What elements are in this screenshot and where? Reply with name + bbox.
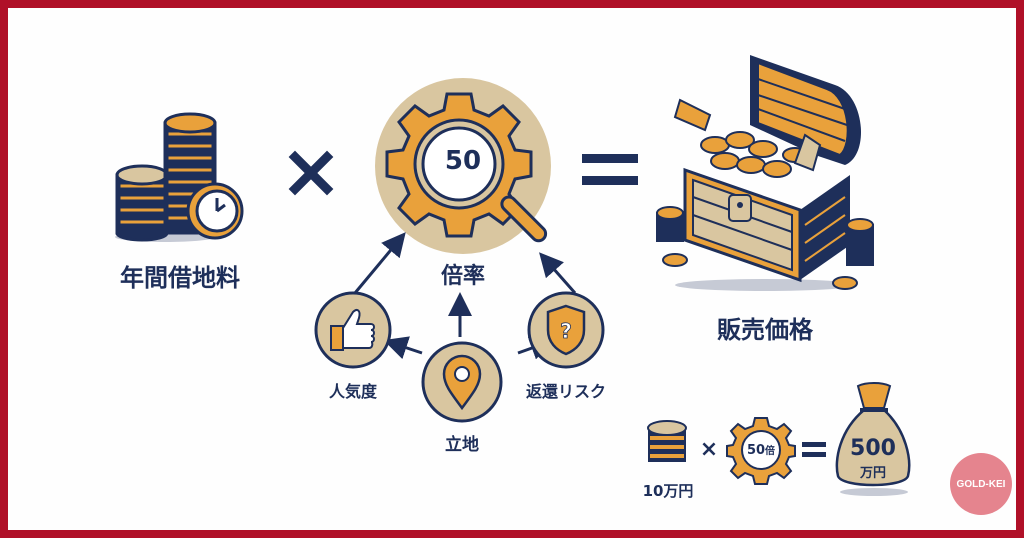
example-coins-icon xyxy=(647,420,687,462)
example-gear-icon xyxy=(726,417,796,485)
example-multiplier-unit: 倍 xyxy=(765,446,776,457)
example-multiply-sign: × xyxy=(699,437,719,462)
svg-text:?: ? xyxy=(560,319,572,343)
brand-badge: GOLD-KEI xyxy=(950,453,1012,515)
popularity-label: 人気度 xyxy=(328,382,377,401)
thumbs-up-icon xyxy=(314,291,392,369)
multiplier-label: 倍率 xyxy=(440,264,485,289)
return-risk-label: 返還リスク xyxy=(525,382,606,401)
sale-price-label: 販売価格 xyxy=(717,316,813,344)
multiplier-value: 50 xyxy=(444,146,482,176)
coin-stacks-clock-icon xyxy=(115,112,244,242)
map-pin-icon xyxy=(421,341,503,423)
example-rent-label: 10万円 xyxy=(642,482,694,500)
equals-icon xyxy=(582,152,638,188)
gear-magnifier-icon xyxy=(375,78,551,254)
example-equals-icon xyxy=(802,441,826,459)
example-multiplier-value: 50 xyxy=(746,443,766,458)
shield-question-icon: ? xyxy=(527,291,605,369)
annual-rent-label: 年間借地料 xyxy=(120,264,240,292)
treasure-chest-icon xyxy=(656,55,874,291)
location-label: 立地 xyxy=(445,435,479,455)
example-multiplier: 50倍 xyxy=(738,442,784,458)
multiply-icon xyxy=(287,149,335,197)
example-price-unit: 万円 xyxy=(859,466,886,481)
example-price-value: 500 xyxy=(850,436,896,461)
money-bag-icon xyxy=(835,382,911,496)
